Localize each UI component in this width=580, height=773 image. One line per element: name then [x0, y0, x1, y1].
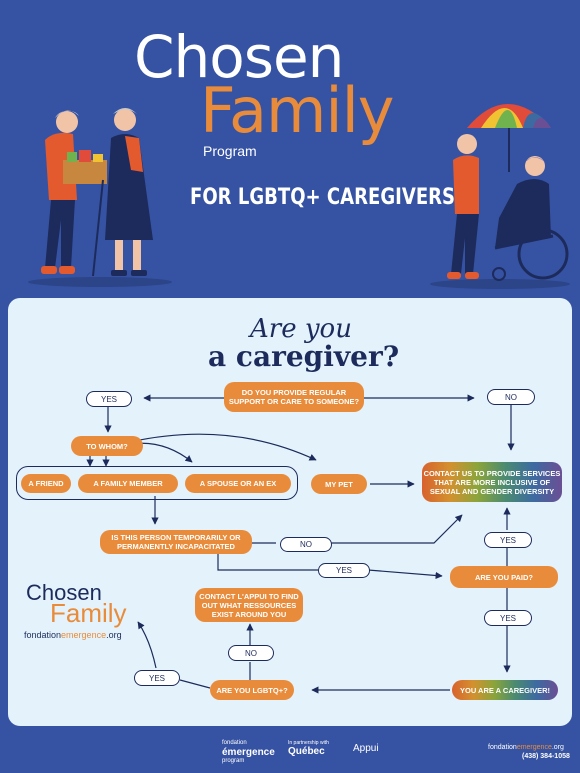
- footer-phone: (438) 384-1058: [522, 753, 570, 760]
- footer-url-highlight: emergence: [516, 744, 552, 751]
- logo-family: Family: [50, 598, 127, 628]
- fondation-program: program: [222, 757, 245, 764]
- fondation-big: émergence: [222, 746, 275, 758]
- footer-url[interactable]: fondationemergence.org: [488, 744, 564, 751]
- logo-url-suffix: .org: [106, 630, 122, 640]
- footer-url-suffix: .org: [551, 744, 564, 751]
- are-you-paid-node: ARE YOU PAID?: [450, 566, 558, 588]
- fondation-emergence-logo: fondation émergence program: [222, 740, 275, 764]
- title-program: Program: [203, 143, 257, 159]
- title-chosen: Chosen: [134, 23, 344, 91]
- no-mid-label: NO: [280, 537, 332, 552]
- provide-care-node: DO YOU PROVIDE REGULAR SUPPORT OR CARE T…: [224, 382, 364, 412]
- friend-node: A FRIEND: [21, 474, 71, 493]
- footer-url-prefix: fondation: [488, 744, 517, 751]
- lgbtq-node: ARE YOU LGBTQ+?: [210, 680, 294, 700]
- caregivers-illustration-left: [28, 108, 172, 287]
- question-line1: Are you: [250, 314, 352, 344]
- quebec-text: Québec: [288, 746, 325, 757]
- question-line2: a caregiver?: [208, 340, 400, 373]
- logo-url-highlight: emergence: [61, 630, 107, 640]
- to-whom-node: TO WHOM?: [71, 436, 143, 456]
- yes-lower-right-label: YES: [484, 610, 532, 626]
- you-are-caregiver-node: YOU ARE A CAREGIVER!: [452, 680, 558, 700]
- incapacitated-node: IS THIS PERSON TEMPORARILY OR PERMANENTL…: [100, 530, 252, 554]
- yes-mid-label: YES: [318, 563, 370, 578]
- quebec-logo: In partnership with Québec: [288, 740, 329, 757]
- logo-url[interactable]: fondationemergence.org: [24, 630, 122, 640]
- partnership-text: In partnership with: [288, 740, 329, 746]
- contact-appui-node: CONTACT L'APPUI TO FIND OUT WHAT RESSOUR…: [195, 588, 303, 622]
- logo-chosen: Chosen: [26, 580, 102, 605]
- spouse-node: A SPOUSE OR AN EX: [185, 474, 291, 493]
- appui-logo: Appui: [353, 743, 379, 754]
- no-top-label: NO: [487, 389, 535, 405]
- fondation-small: fondation: [222, 740, 247, 746]
- title-family: Family: [200, 74, 395, 147]
- no-lower-label: NO: [228, 645, 274, 661]
- caregivers-illustration-right: [430, 104, 570, 289]
- contact-us-node: CONTACT US TO PROVIDE SERVICES THAT ARE …: [422, 462, 562, 502]
- yes-top-label: YES: [86, 391, 132, 407]
- family-member-node: A FAMILY MEMBER: [78, 474, 178, 493]
- yes-lower-left-label: YES: [134, 670, 180, 686]
- subtitle: FOR LGBTQ+ CAREGIVERS: [190, 185, 456, 210]
- flowchart-panel: [8, 298, 572, 726]
- pet-node: MY PET: [311, 474, 367, 494]
- relations-group: [16, 466, 298, 500]
- logo-url-prefix: fondation: [24, 630, 62, 640]
- yes-right-label: YES: [484, 532, 532, 548]
